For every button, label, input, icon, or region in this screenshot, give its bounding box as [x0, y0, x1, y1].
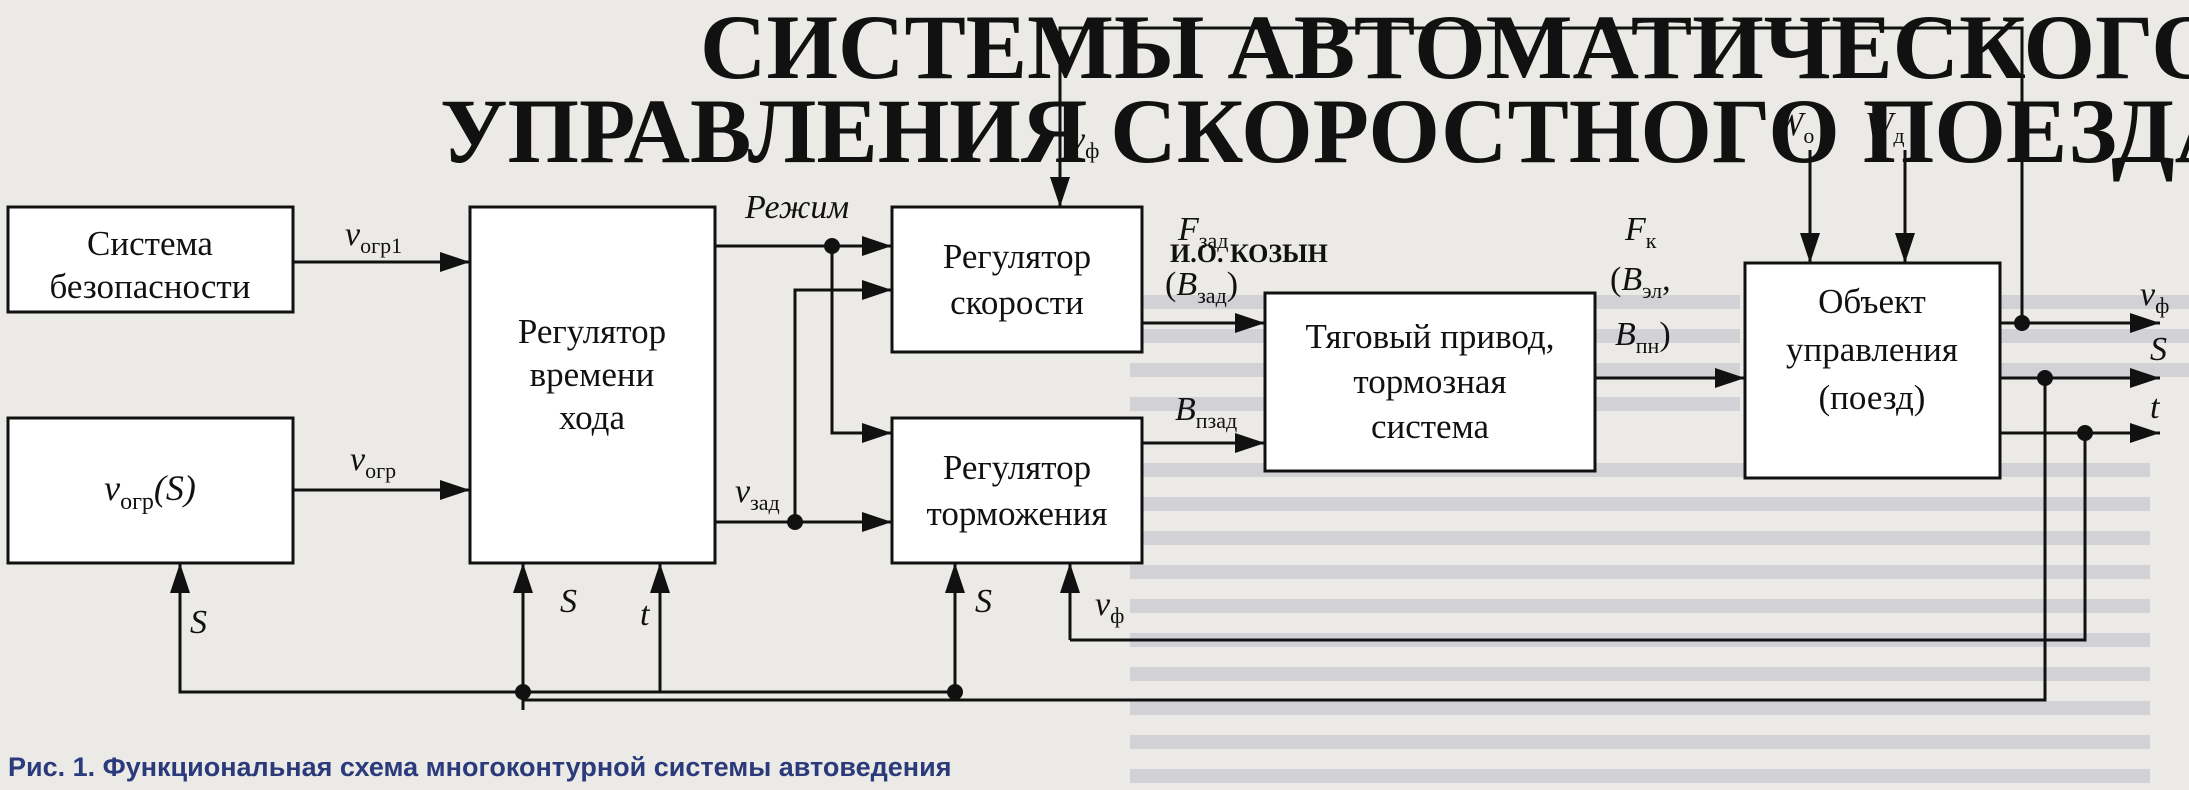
junction-rezhim [824, 238, 840, 254]
label-S-brake: S [975, 583, 992, 620]
speed-regulator-block [890, 205, 1144, 354]
label-W-d: Wд [1865, 106, 1905, 148]
feedback-S-down [523, 378, 2047, 702]
label-F-k: Fк [1624, 211, 1657, 253]
label-F-zad: Fзад [1177, 211, 1228, 253]
junction-S-right [947, 684, 963, 700]
background-author: И.О. КОЗЫН [1170, 239, 1328, 268]
traction-line3: система [1371, 407, 1490, 446]
arrow-S-limit [170, 563, 523, 694]
object-line1: Объект [1818, 282, 1926, 321]
speed-regulator-line2: скорости [950, 283, 1084, 322]
figure-caption: Рис. 1. Функциональная схема многоконтур… [8, 752, 952, 782]
control-object-block [1743, 261, 2002, 480]
time-regulator-line2: времени [530, 355, 655, 394]
label-out-v: vф [2140, 276, 2169, 318]
label-B-pn: Bпн) [1615, 316, 1671, 358]
safety-label-line1: Система [87, 224, 213, 263]
label-v-ogr: vогр [350, 441, 396, 483]
traction-line1: Тяговый привод, [1306, 317, 1555, 356]
rezhim-branch [830, 246, 892, 443]
traction-line2: тормозная [1353, 362, 1506, 401]
label-v-f-top: vф [1070, 121, 1099, 163]
object-line3: (поезд) [1819, 378, 1926, 417]
safety-label-line2: безопасности [50, 267, 251, 306]
time-regulator-line3: хода [559, 398, 625, 437]
speed-limit-block [6, 416, 295, 565]
label-out-t: t [2150, 389, 2161, 426]
junction-out-t [2077, 425, 2093, 441]
label-out-S: S [2150, 331, 2167, 368]
brake-regulator-block [890, 416, 1144, 565]
label-v-zad: vзад [735, 473, 780, 515]
feedback-vf-top [1050, 26, 2024, 323]
label-v-ogr1: vогр1 [345, 216, 402, 258]
background-heading-line2: УПРАВЛЕНИЯ СКОРОСТНОГО ПОЕЗДА [440, 80, 2189, 182]
junction-S-left [515, 684, 531, 700]
time-regulator-block [468, 205, 717, 565]
time-regulator-line1: Регулятор [518, 312, 666, 351]
label-B-zad: (Bзад) [1165, 266, 1238, 308]
label-B-pzad: Bпзад [1175, 391, 1237, 433]
speed-regulator-line1: Регулятор [943, 237, 1091, 276]
brake-regulator-line2: торможения [927, 494, 1108, 533]
junction-vzad [787, 514, 803, 530]
label-W-o: Wо [1775, 106, 1814, 148]
brake-regulator-line1: Регулятор [943, 448, 1091, 487]
label-S-time: S [560, 583, 577, 620]
label-B-el: (Bэл, [1610, 261, 1671, 303]
feedback-vf-down [1070, 433, 2087, 642]
traction-system-block [1263, 291, 1597, 473]
background-heading-line1: СИСТЕМЫ АВТОМАТИЧЕСКОГО [700, 0, 2189, 98]
vzad-branch [793, 280, 892, 522]
label-S-limit: S [190, 604, 207, 641]
safety-system-block [6, 205, 295, 314]
junction-out-S [2037, 370, 2053, 386]
junction-out-v [2014, 315, 2030, 331]
label-t-time: t [640, 596, 651, 633]
object-line2: управления [1786, 330, 1958, 369]
label-rezhim: Режим [744, 189, 849, 226]
label-v-f-bottom: vф [1095, 586, 1124, 628]
speed-limit-label: vогр(S) [104, 468, 196, 515]
